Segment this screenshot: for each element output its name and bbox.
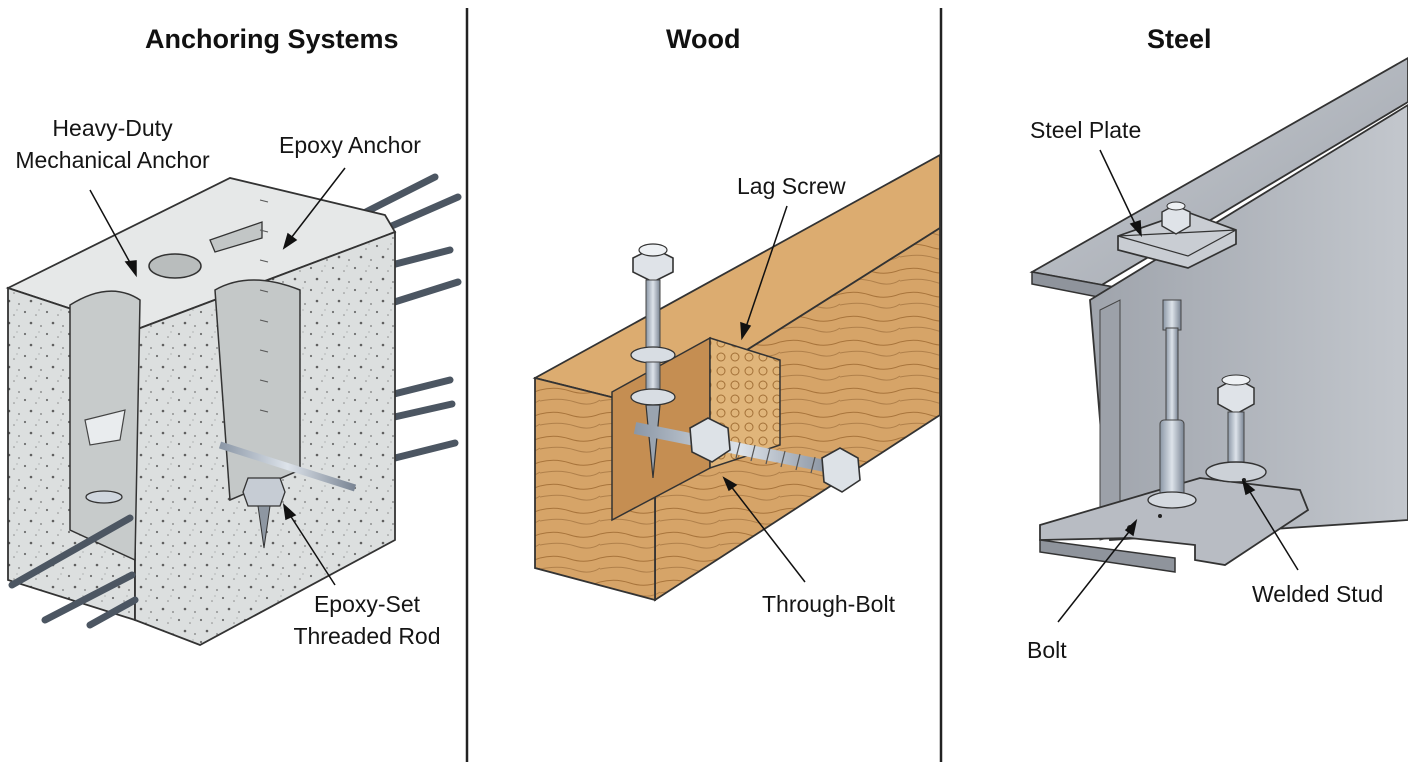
label-through-bolt: Through-Bolt (762, 591, 895, 617)
steel-panel-title: Steel (1147, 24, 1212, 54)
label-threaded-rod-line1: Epoxy-Set (313, 591, 421, 617)
label-epoxy-anchor: Epoxy Anchor (279, 132, 421, 158)
concrete-anchoring-illustration (5, 170, 462, 646)
concrete-panel-title: Anchoring Systems (145, 24, 399, 54)
label-threaded-rod: Epoxy-Set Threaded Rod (282, 588, 452, 652)
label-steel-plate: Steel Plate (1030, 117, 1142, 143)
label-lag-screw: Lag Screw (737, 173, 846, 199)
label-mechanical-anchor-line1: Heavy-Duty (52, 115, 173, 141)
wood-panel-title: Wood (666, 24, 741, 54)
label-mechanical-anchor-line2: Mechanical Anchor (15, 147, 210, 173)
label-welded-stud: Welded Stud (1252, 581, 1384, 607)
label-bolt: Bolt (1027, 637, 1067, 663)
label-threaded-rod-line2: Threaded Rod (293, 623, 441, 649)
steel-beam-illustration (1029, 56, 1408, 573)
wood-fastener-illustration (532, 153, 941, 602)
label-mechanical-anchor: Heavy-Duty Mechanical Anchor (10, 112, 215, 176)
leader-lines (89, 149, 1299, 623)
